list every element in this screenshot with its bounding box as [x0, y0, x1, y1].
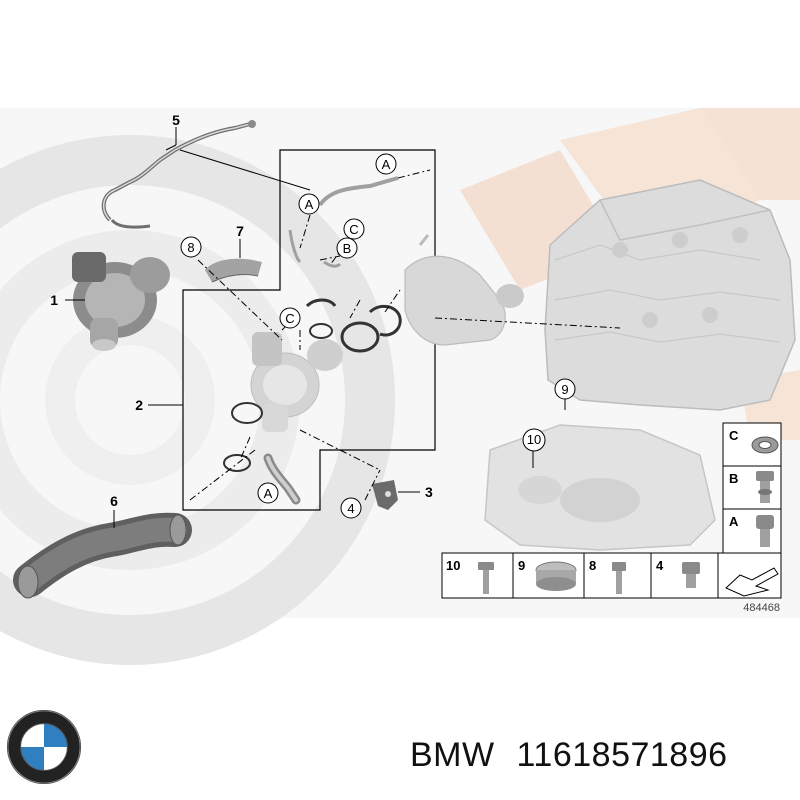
sealing-plug-icon: [535, 561, 577, 591]
flange-bolt-icon: [478, 562, 494, 594]
kit-legend-c: C: [729, 428, 739, 443]
fastener-legend-10: 10: [446, 558, 460, 573]
callout-c-top-label: C: [349, 222, 358, 237]
leader-lines: [65, 127, 566, 528]
turbocharger-assembly-part: [250, 332, 343, 432]
direction-arrow-icon: [725, 567, 779, 597]
exhaust-manifold-part: [484, 424, 716, 551]
circled-callout-10: 10: [522, 428, 546, 452]
circled-callout-8: 8: [180, 236, 202, 258]
circled-callout-a-bottom: A: [257, 482, 279, 504]
circled-callout-a-top: A: [375, 153, 397, 175]
bmw-logo: [6, 709, 82, 785]
socket-bolt-icon: [756, 515, 774, 547]
callout-a-top-label: A: [382, 157, 391, 172]
bracket-part: [372, 480, 398, 510]
circled-callout-4: 4: [340, 497, 362, 519]
callout-6: 6: [110, 493, 118, 509]
callout-9-label: 9: [561, 382, 568, 397]
banjo-bolt-icon: [756, 471, 774, 503]
turbocharger-part: [72, 252, 170, 351]
callout-3: 3: [425, 484, 433, 500]
fastener-legend-8: 8: [589, 558, 596, 573]
assembly-dashed-lines: [189, 169, 621, 501]
brand-name: BMW: [410, 736, 495, 774]
circled-callout-c-top: C: [343, 218, 365, 240]
circled-callout-b: B: [336, 237, 358, 259]
fastener-legend-4: 4: [656, 558, 664, 573]
callout-1: 1: [50, 292, 58, 308]
short-bolt-icon: [682, 562, 700, 588]
assembly-frame: [182, 149, 436, 511]
exhaust-elbow-part: [404, 234, 524, 346]
callout-a-bottom-label: A: [264, 486, 273, 501]
hex-bolt-icon: [612, 562, 626, 594]
callout-10-label: 10: [527, 432, 541, 447]
kit-legend-b: B: [729, 471, 738, 486]
charge-air-hose-part: [13, 512, 192, 599]
callout-c-mid-label: C: [285, 311, 294, 326]
circled-callout-c-mid: C: [279, 307, 301, 329]
oil-feed-line-part: [101, 120, 256, 229]
callout-a-mid-label: A: [305, 197, 314, 212]
circled-callout-a-mid: A: [298, 193, 320, 215]
figure-number: 484468: [743, 602, 780, 614]
gaskets-and-clamps: [223, 298, 402, 472]
engine-block-part: [544, 179, 796, 411]
return-pipe-part: [263, 453, 301, 505]
fastener-legend: 10 9 8 4: [441, 552, 782, 599]
callout-8-label: 8: [187, 240, 194, 255]
callout-2: 2: [135, 397, 143, 413]
callout-7: 7: [236, 223, 244, 239]
brand-and-part-number: BMW 11618571896: [410, 736, 728, 775]
fastener-legend-9: 9: [518, 558, 525, 573]
callout-5: 5: [172, 112, 180, 128]
callout-4-label: 4: [347, 501, 354, 516]
heat-shield-part: [205, 258, 262, 283]
part-number: 11618571896: [516, 736, 728, 774]
oil-line-part: [288, 176, 399, 268]
circled-callout-9: 9: [554, 378, 576, 400]
kit-legend-a: A: [729, 514, 739, 529]
hardware-kit-legend: C B A: [722, 422, 782, 554]
callout-b-label: B: [343, 241, 352, 256]
